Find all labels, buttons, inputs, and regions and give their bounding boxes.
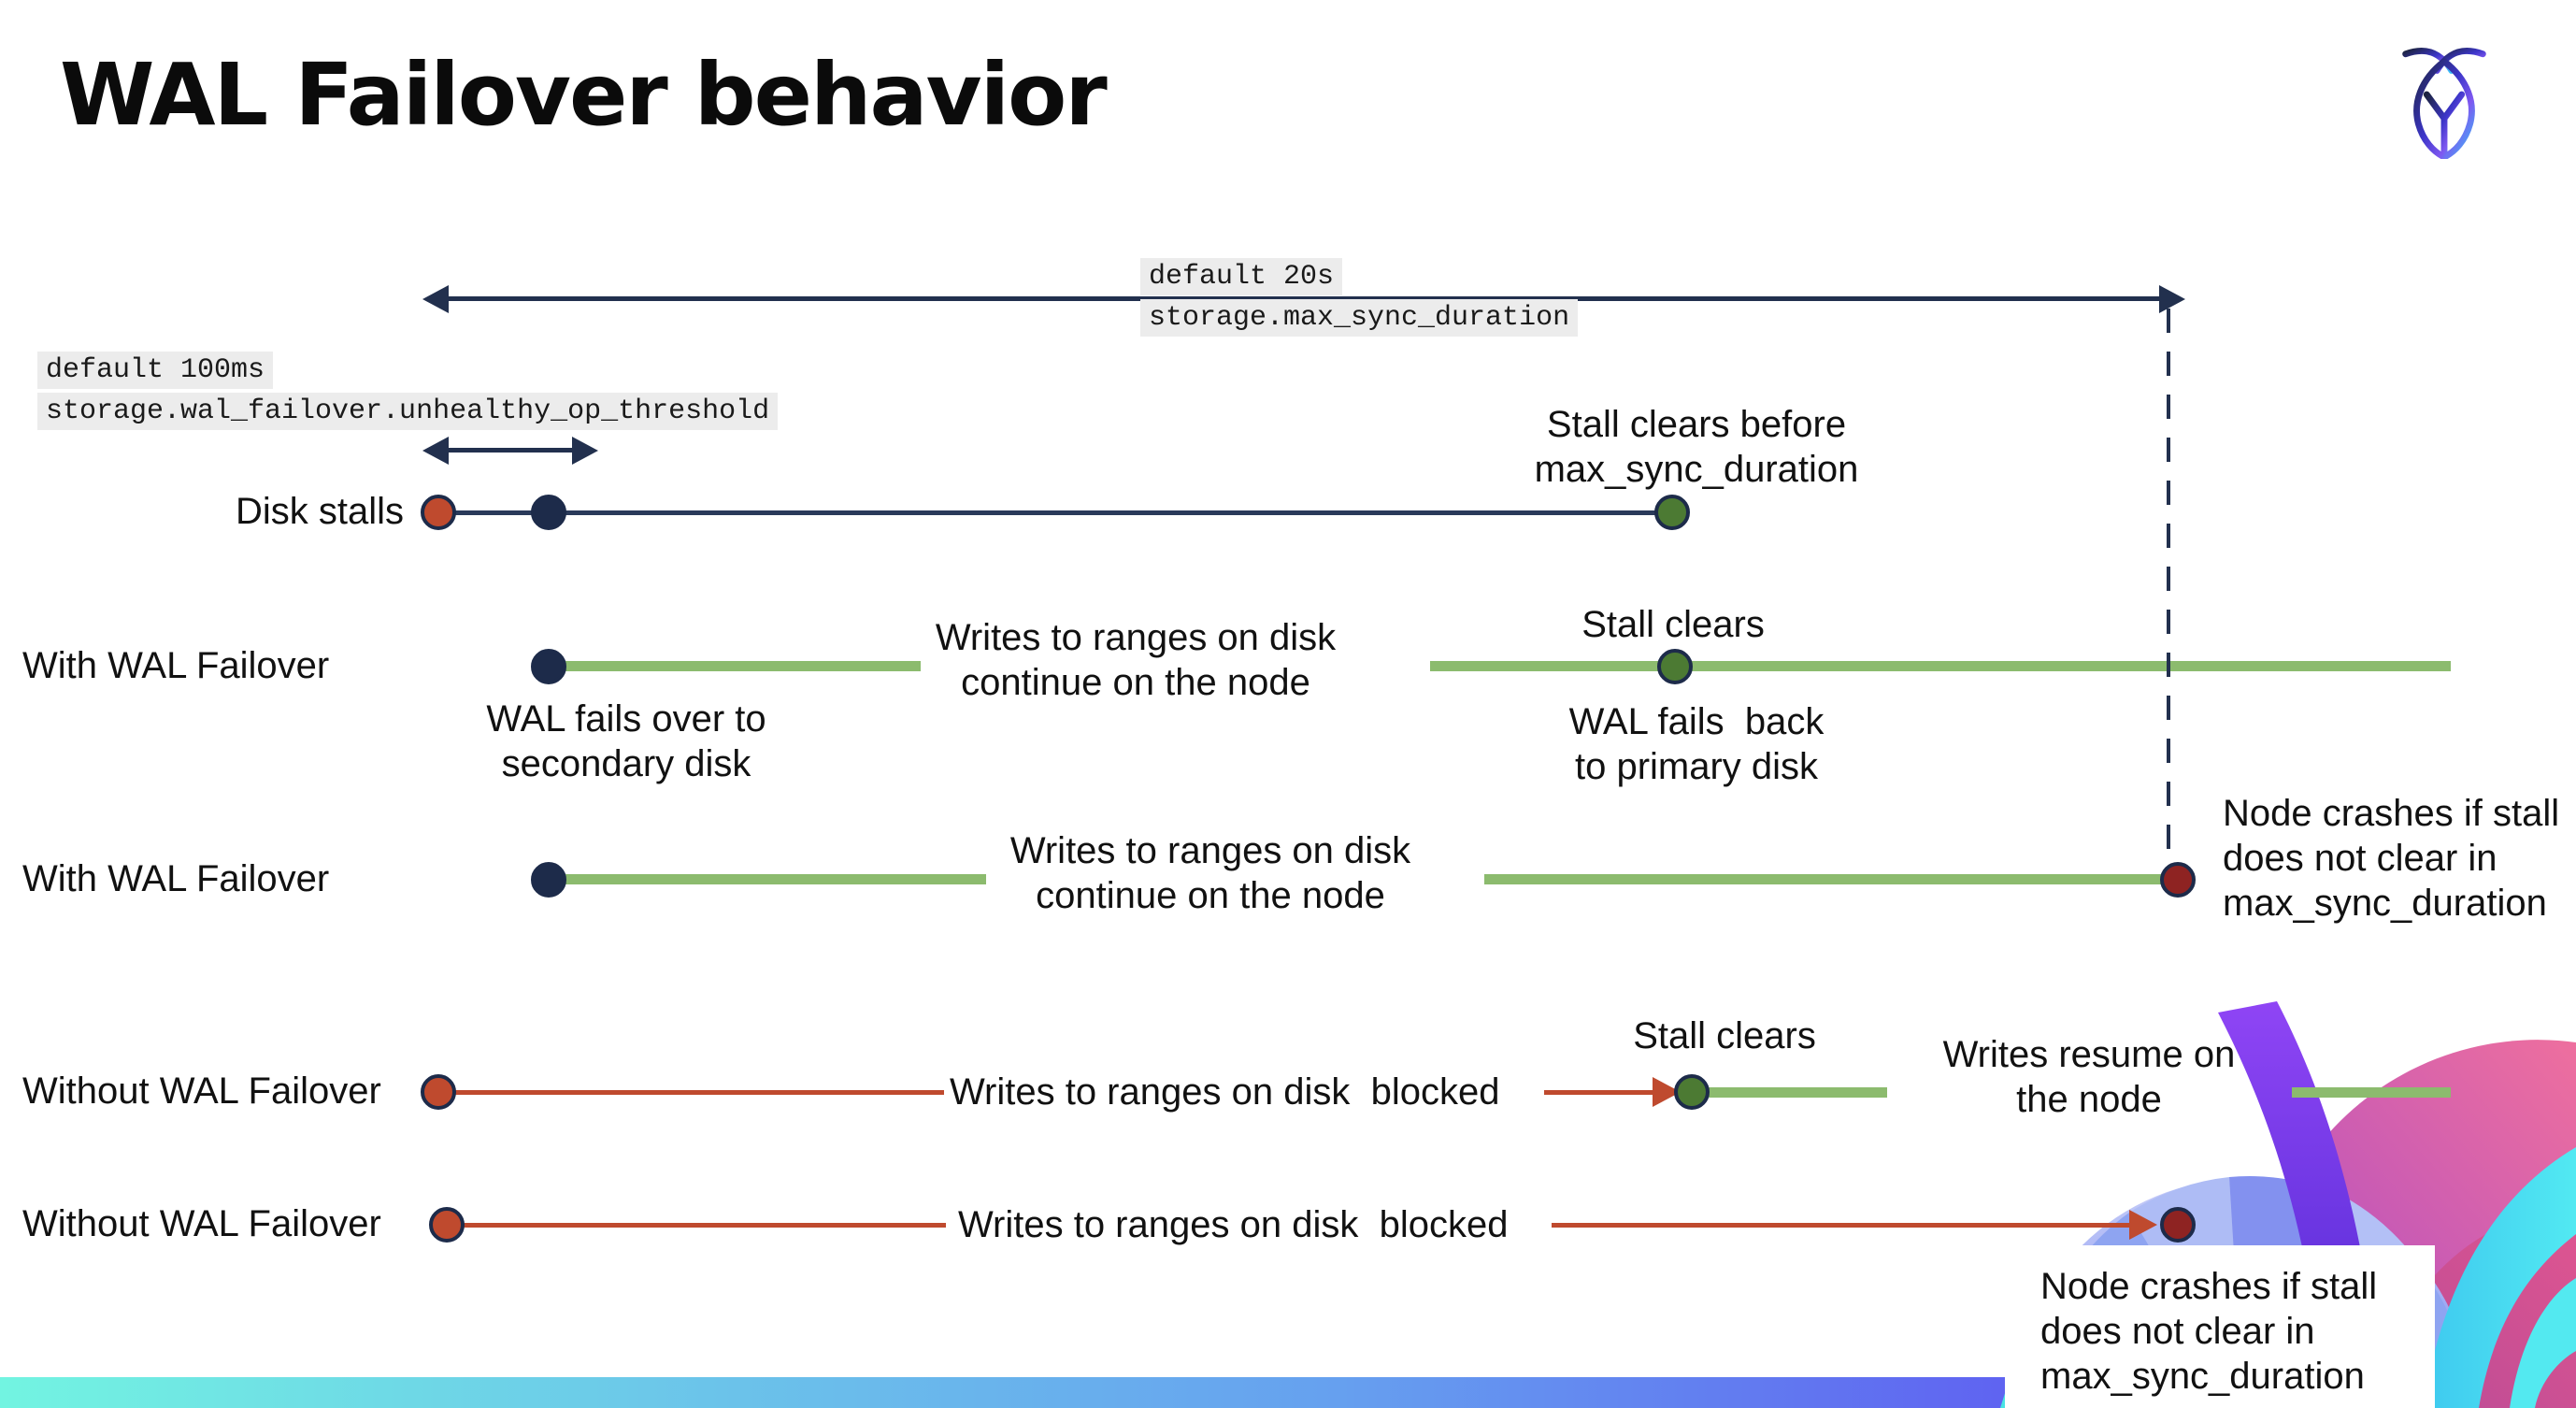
node-crashes-note: Node crashes if stall does not clear in … <box>2223 793 2560 924</box>
disk-stall-timeline <box>447 510 1664 515</box>
stall-start-dot-3 <box>429 1207 465 1243</box>
threshold-arrow <box>441 448 578 453</box>
page-title: WAL Failover behavior <box>60 45 1108 145</box>
row-label-without-wal-failover-1: Without WAL Failover <box>22 1070 381 1112</box>
node-crashes-note-2: Node crashes if stall does not clear in … <box>2040 1266 2378 1397</box>
stall-clear-dot <box>1654 495 1690 530</box>
threshold-arrow-right-head-icon <box>572 437 598 465</box>
threshold-default-label: default 100ms <box>37 352 274 389</box>
stall-clears-before-note: Stall clears before max_sync_duration <box>1534 404 1859 490</box>
stall-clears-note: Stall clears <box>1581 604 1765 645</box>
node-crash-dot-2 <box>2160 1207 2196 1243</box>
stall-start-dot <box>421 495 456 530</box>
max-sync-default-label: default 20s <box>1140 258 1343 295</box>
row-label-disk-stalls: Disk stalls <box>235 491 404 532</box>
writes-blocked-note-2: Writes to ranges on disk blocked <box>958 1204 1509 1245</box>
row-label-with-wal-failover-2: With WAL Failover <box>22 858 330 899</box>
threshold-setting-label: storage.wal_failover.unhealthy_op_thresh… <box>37 393 779 430</box>
stall-clear-dot-2 <box>1674 1074 1710 1110</box>
stall-start-dot-2 <box>421 1074 456 1110</box>
threshold-dot <box>531 495 566 530</box>
writes-continue-note-2: Writes to ranges on disk continue on the… <box>1009 830 1411 916</box>
max-sync-setting-label: storage.max_sync_duration <box>1140 299 1579 337</box>
node-crashes-callout: Node crashes if stall does not clear in … <box>2005 1245 2435 1408</box>
failover-dot-2 <box>531 862 566 898</box>
writes-resume-note: Writes resume on the node <box>1942 1034 2236 1120</box>
failback-dot <box>1657 649 1693 684</box>
row-label-with-wal-failover-1: With WAL Failover <box>22 645 330 686</box>
failover-dot <box>531 649 566 684</box>
writes-continue-note: Writes to ranges on disk continue on the… <box>935 617 1337 703</box>
writes-continue-line-4 <box>1484 874 2166 884</box>
writes-blocked-line-3 <box>464 1223 946 1228</box>
writes-continue-line-3 <box>563 874 986 884</box>
stall-clears-note-2: Stall clears <box>1633 1015 1816 1056</box>
writes-blocked-note: Writes to ranges on disk blocked <box>950 1071 1500 1113</box>
node-crash-dot <box>2160 862 2196 898</box>
writes-continue-line-2 <box>1430 661 2451 671</box>
max-sync-duration-arrow <box>441 296 2165 301</box>
cockroachdb-logo <box>2402 47 2486 159</box>
writes-blocked-line-4 <box>1552 1223 2129 1228</box>
writes-blocked-line-2 <box>1544 1090 1664 1095</box>
arrow-left-head-icon <box>422 285 449 313</box>
arrow-right-head-icon <box>2159 285 2185 313</box>
wal-fails-back-note: WAL fails back to primary disk <box>1568 701 1825 787</box>
row-label-without-wal-failover-2: Without WAL Failover <box>22 1203 381 1244</box>
writes-resume-line-2 <box>2292 1087 2451 1098</box>
writes-blocked-line <box>455 1090 944 1095</box>
max-sync-dashed-guide <box>2167 309 2170 860</box>
writes-resume-line <box>1707 1087 1887 1098</box>
blocked-arrow-head-icon-2 <box>2129 1210 2157 1240</box>
wal-fails-over-note: WAL fails over to secondary disk <box>486 698 766 784</box>
writes-continue-line <box>563 661 921 671</box>
threshold-arrow-left-head-icon <box>422 437 449 465</box>
